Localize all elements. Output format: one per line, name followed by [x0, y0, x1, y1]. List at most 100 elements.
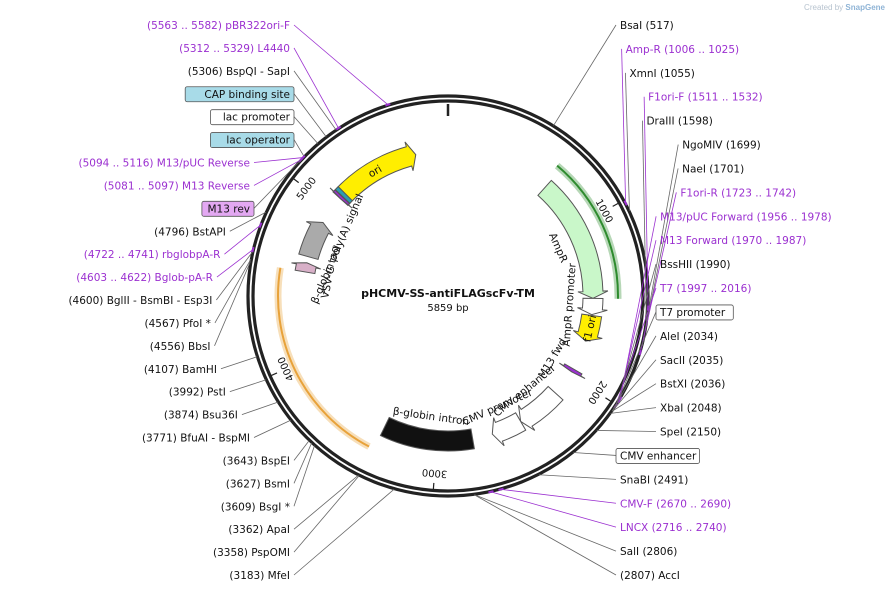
label-text: NgoMIV (1699)	[682, 140, 761, 152]
credit-brand: SnapGene	[845, 3, 885, 12]
label-text: NaeI (1701)	[682, 163, 744, 175]
label-4107-bamhi: (4107) BamHI	[144, 364, 217, 376]
label-text: DraIII (1598)	[646, 116, 712, 128]
label-3874-bsu36i: (3874) Bsu36I	[164, 410, 238, 422]
leader-3362-apai	[294, 475, 358, 529]
label-text: lac operator	[226, 135, 290, 147]
leader-3771-bfuai-bspmi	[254, 420, 291, 437]
primer-mark-cmv-f-2670-2690	[499, 489, 504, 490]
label-bsai-517: BsaI (517)	[620, 20, 674, 32]
label-text: SnaBI (2491)	[620, 474, 688, 486]
label-text: LNCX (2716 .. 2740)	[620, 522, 727, 534]
label-xmni-1055: XmnI (1055)	[629, 68, 694, 80]
label-text: (4600) BglII - BsmBI - Esp3I	[68, 295, 212, 307]
label-5563-5582-pbr322ori-f: (5563 .. 5582) pBR322ori-F	[147, 20, 290, 32]
leader-sali-2806	[474, 495, 616, 551]
leader-5563-5582-pbr322ori-f	[294, 25, 388, 105]
label-text: BssHII (1990)	[660, 259, 731, 271]
label-bsshii-1990: BssHII (1990)	[660, 259, 731, 271]
leader-4567-pfoi	[215, 259, 251, 323]
label-text: (5306) BspQI - SapI	[188, 66, 290, 78]
label-text: AleI (2034)	[660, 331, 718, 343]
leader-xmni-1055	[625, 73, 629, 211]
label-draiii-1598: DraIII (1598)	[646, 116, 712, 128]
label-m13-rev: M13 rev	[202, 201, 254, 216]
label-5306-bspqi-sapi: (5306) BspQI - SapI	[188, 66, 290, 78]
label-t7-promoter: T7 promoter	[656, 305, 733, 320]
label-4556-bbsi: (4556) BbsI	[150, 341, 211, 353]
leader-3183-mfei	[294, 489, 394, 575]
leader-3992-psti	[230, 380, 266, 392]
leader-cmv-f-2670-2690	[501, 489, 616, 503]
plasmid-name: pHCMV-SS-antiFLAGscFv-TM	[361, 287, 535, 300]
label-4600-bglii-bsmbi-esp3i: (4600) BglII - BsmBI - Esp3I	[68, 295, 212, 307]
feature-m13-fwd	[559, 363, 585, 378]
label-4603-4622-bglob-pa-r: (4603 .. 4622) Bglob-pA-R	[76, 272, 213, 284]
site-labels: BsaI (517) Amp-R (1006 .. 1025) XmnI (1055…	[68, 20, 831, 582]
label-2807-acci: (2807) AccI	[620, 570, 680, 582]
label-text: M13 Forward (1970 .. 1987)	[660, 235, 806, 247]
label-naei-1701: NaeI (1701)	[682, 163, 744, 175]
label-3627-bsmi: (3627) BsmI	[226, 478, 290, 490]
tick-label-2000: 2000	[585, 378, 608, 405]
label-text: (4796) BstAPI	[154, 226, 226, 238]
label-4567-pfoi: (4567) PfoI *	[145, 318, 211, 330]
label-f1ori-f-1511-1532: F1ori-F (1511 .. 1532)	[648, 92, 763, 104]
leader-cmv-enhancer	[573, 453, 616, 456]
leader-3358-pspomi	[294, 476, 359, 552]
label-cmv-enhancer: CMV enhancer	[616, 448, 700, 463]
leader-5094-5116-m13-puc-reverse	[254, 158, 303, 163]
label-4796-bstapi: (4796) BstAPI	[154, 226, 226, 238]
label-text: T7 promoter	[659, 307, 726, 319]
label-text: SacII (2035)	[660, 355, 723, 367]
label-text: (4603 .. 4622) Bglob-pA-R	[76, 272, 213, 284]
label-snabi-2491: SnaBI (2491)	[620, 474, 688, 486]
label-5312-5329-l4440: (5312 .. 5329) L4440	[179, 43, 290, 55]
feature-label-ampr: AmpR	[546, 231, 570, 265]
tick-label-3000: 3000	[422, 466, 448, 479]
label-text: BsaI (517)	[620, 20, 674, 32]
primer-mark-4603-4622-bglob-pa-r	[252, 247, 253, 252]
label-m13-forward-1970-1987: M13 Forward (1970 .. 1987)	[660, 235, 806, 247]
leader-snabi-2491	[539, 475, 616, 480]
label-3771-bfuai-bspmi: (3771) BfuAI - BspMI	[142, 433, 250, 445]
label-text: CAP binding site	[204, 89, 290, 101]
primer-mark-f1ori-r-1723-1742	[640, 350, 641, 355]
leader-amp-r-1006-1025	[622, 49, 626, 203]
leader-4107-bamhi	[221, 357, 257, 369]
label-text: lac promoter	[223, 112, 291, 124]
label-text: Amp-R (1006 .. 1025)	[626, 44, 740, 56]
leader-4603-4622-bglob-pa-r	[217, 250, 253, 277]
tick-label-5000: 5000	[295, 175, 319, 202]
label-t7-1997-2016: T7 (1997 .. 2016)	[659, 283, 751, 295]
tick-5000	[293, 178, 299, 182]
label-3183-mfei: (3183) MfeI	[229, 570, 290, 582]
label-text: (5094 .. 5116) M13/pUC Reverse	[78, 158, 250, 170]
label-cmv-f-2670-2690: CMV-F (2670 .. 2690)	[620, 498, 731, 510]
label-text: SalI (2806)	[620, 546, 677, 558]
label-4722-4741-rbglobpa-r: (4722 .. 4741) rbglobpA-R	[84, 249, 221, 261]
label-m13-puc-forward-1956-1978: M13/pUC Forward (1956 .. 1978)	[660, 211, 832, 223]
label-text: (3358) PspOMI	[213, 547, 290, 559]
leader-lncx-2716-2740	[491, 492, 616, 527]
feature-vsv-g-tag	[291, 263, 320, 274]
label-text: XbaI (2048)	[660, 403, 722, 415]
credit-prefix: Created by	[804, 3, 843, 12]
label-text: SpeI (2150)	[660, 427, 721, 439]
label-text: (4722 .. 4741) rbglobpA-R	[84, 249, 221, 261]
label-3643-bspei: (3643) BspEI	[223, 455, 290, 467]
tick-1000	[613, 203, 619, 206]
label-text: (3874) Bsu36I	[164, 410, 238, 422]
label-text: M13 rev	[207, 203, 250, 215]
label-lac-operator: lac operator	[210, 133, 294, 148]
label-text: (4567) PfoI *	[145, 318, 211, 330]
label-xbai-2048: XbaI (2048)	[660, 403, 722, 415]
label-3362-apai: (3362) ApaI	[228, 524, 290, 536]
primer-mark-lncx-2716-2740	[488, 491, 493, 492]
label-text: (3992) PstI	[169, 387, 226, 399]
label-f1ori-r-1723-1742: F1ori-R (1723 .. 1742)	[680, 187, 796, 199]
feature-label-ampr-promoter: AmpR promoter	[561, 262, 579, 347]
leader-alei-2034	[612, 336, 656, 411]
